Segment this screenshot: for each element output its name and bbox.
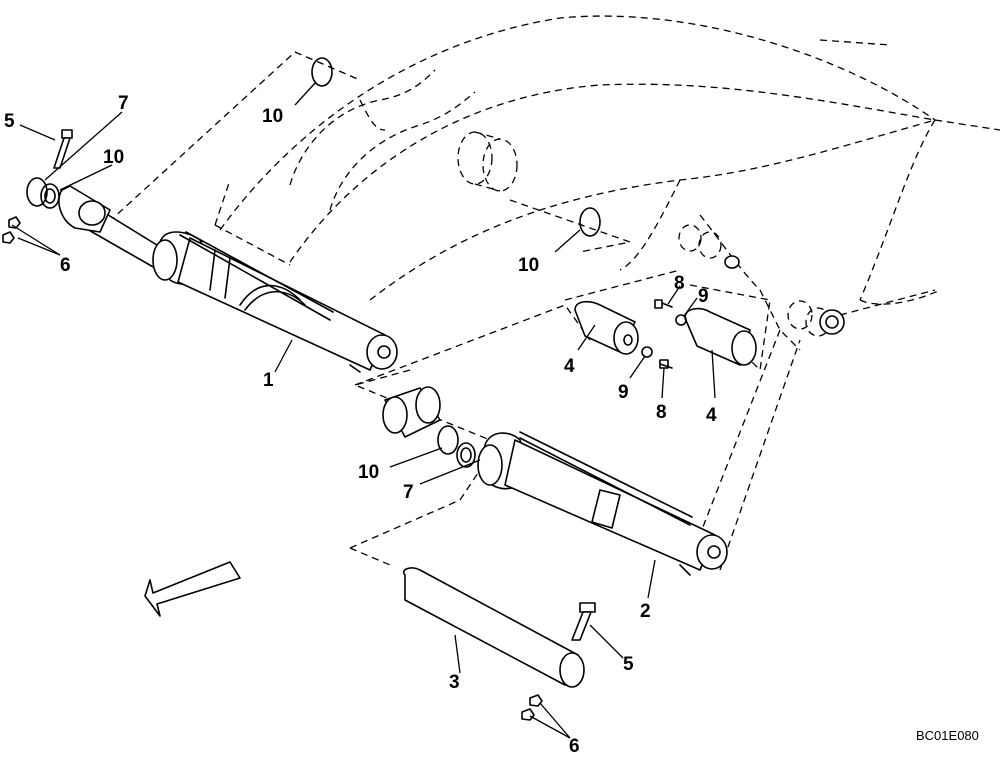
callout-6-top: 6 xyxy=(60,255,71,276)
callout-8-bottom: 8 xyxy=(656,402,667,423)
hydraulic-cylinder-1 xyxy=(58,185,398,373)
cylinder-1-pin-parts xyxy=(2,57,601,244)
pin-3-assembly xyxy=(402,567,596,721)
callout-8-top: 8 xyxy=(674,273,685,294)
callout-10-middle: 10 xyxy=(518,255,539,276)
callout-7-bottom: 7 xyxy=(403,482,414,503)
drawing-code: BC01E080 xyxy=(916,728,979,743)
callout-4-left: 4 xyxy=(564,356,575,377)
callout-5-bottom: 5 xyxy=(623,654,634,675)
callout-leader-lines xyxy=(11,81,716,739)
boom-outline xyxy=(219,15,1000,351)
front-direction-arrow-icon xyxy=(144,561,241,617)
callout-labels: 1 2 3 4 4 5 5 6 6 7 7 8 8 9 9 10 10 10 1… xyxy=(4,93,717,757)
callout-6-bottom: 6 xyxy=(569,736,580,757)
callout-7-top: 7 xyxy=(118,93,129,114)
callout-9-top: 9 xyxy=(698,286,709,307)
bushing-and-fastener-parts xyxy=(574,299,757,369)
cylinder-2-pin-parts xyxy=(382,386,476,468)
callout-4-right: 4 xyxy=(706,405,717,426)
callout-2: 2 xyxy=(640,601,651,622)
callout-1: 1 xyxy=(263,370,274,391)
callout-3: 3 xyxy=(449,672,460,693)
hydraulic-cylinder-2 xyxy=(477,431,728,576)
callout-10-left: 10 xyxy=(103,147,124,168)
callout-5-top: 5 xyxy=(4,111,15,132)
callout-9-bottom: 9 xyxy=(618,382,629,403)
callout-10-bottom: 10 xyxy=(358,462,379,483)
callout-10-top: 10 xyxy=(262,106,283,127)
